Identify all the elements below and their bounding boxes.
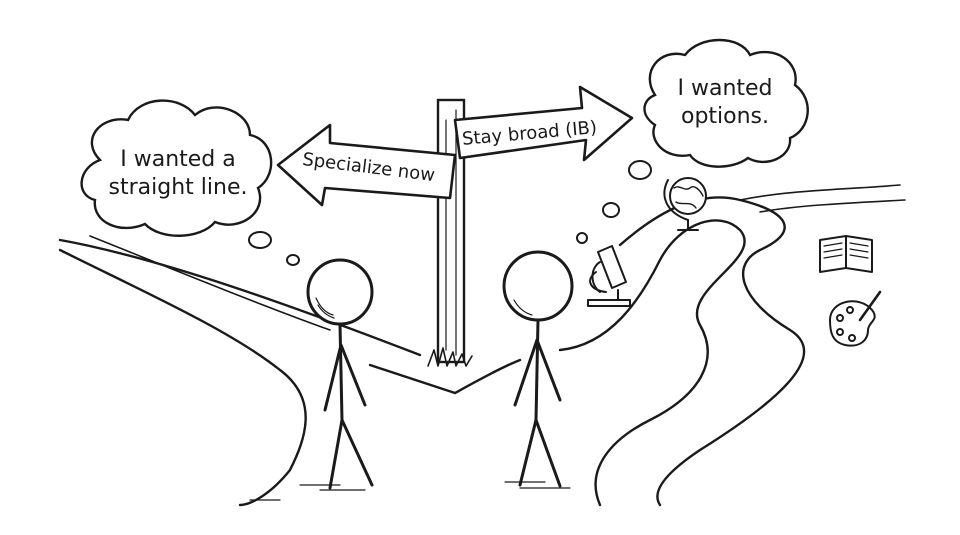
- figure-head: [502, 250, 574, 322]
- figure-arms: [513, 338, 562, 407]
- stick-figure-left: [306, 258, 374, 490]
- figure-head: [306, 258, 374, 326]
- winding-road-far-edge-2: [759, 199, 906, 213]
- thought-dot: [602, 202, 620, 218]
- stick-figure-right: [502, 250, 574, 488]
- thought-left-line2: straight line.: [109, 175, 248, 200]
- thought-dot: [576, 232, 588, 244]
- globe-icon: [663, 177, 707, 231]
- thought-dot: [286, 254, 300, 266]
- straight-road-left-edge: [58, 248, 307, 507]
- figure-arms: [323, 343, 367, 412]
- thought-left-line1: I wanted a: [120, 147, 236, 172]
- cloud-shape: [80, 99, 273, 237]
- sign-arrow-right: [453, 85, 634, 162]
- roads: [58, 184, 906, 507]
- grass-tuft: [427, 347, 473, 367]
- signpost: Specialize now Stay broad (IB): [276, 85, 634, 367]
- thought-dot: [628, 160, 652, 180]
- straight-road-edge-2: [89, 235, 331, 331]
- sign-arrow-left: [276, 123, 457, 207]
- figure-legs: [328, 418, 374, 490]
- thought-bubble-left: I wanted a straight line.: [80, 99, 300, 266]
- figure-legs: [518, 418, 562, 488]
- open-book-icon: [819, 235, 873, 273]
- fork-right-edge: [453, 358, 522, 395]
- winding-road-far-edge: [739, 184, 901, 201]
- thought-dot: [248, 231, 272, 249]
- figure-head-shading: [513, 299, 533, 316]
- figure-body: [534, 318, 540, 422]
- straight-road-upper-edge: [58, 238, 422, 357]
- thought-bubble-right: I wanted options.: [576, 38, 809, 244]
- thought-right-line2: options.: [681, 104, 769, 129]
- paint-palette-icon: [829, 290, 882, 347]
- winding-road-outer-edge: [618, 196, 806, 507]
- microscope-icon: [587, 245, 631, 307]
- cloud-shape: [643, 38, 809, 168]
- winding-road-inner-edge: [558, 219, 746, 507]
- figure-body: [338, 322, 344, 422]
- figure-head-shading: [315, 297, 335, 319]
- fork-left-edge: [368, 363, 457, 395]
- thought-right-line1: I wanted: [677, 76, 772, 101]
